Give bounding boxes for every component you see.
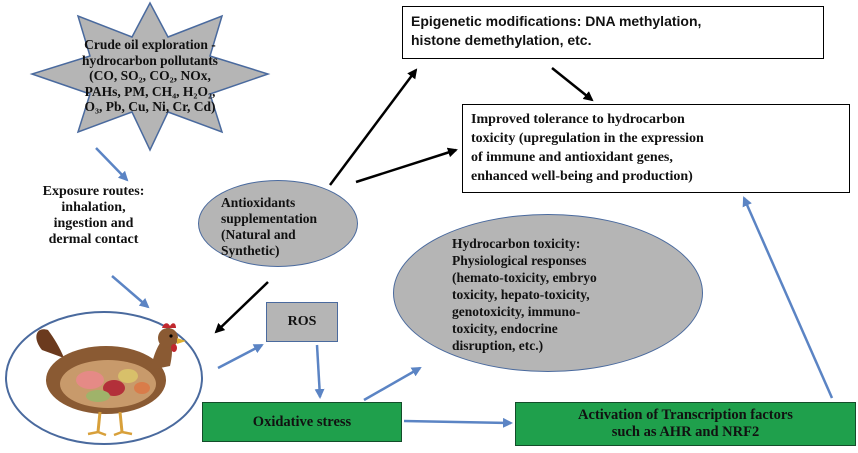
arrow-ros-to-oxstress xyxy=(314,344,325,399)
arrow-transcription-to-tolerance xyxy=(742,196,834,399)
ros-label: ROS xyxy=(287,314,317,329)
exposure-routes: Exposure routes: inhalation, ingestion a… xyxy=(6,184,181,248)
antioxidants-label: Antioxidants supplementation (Natural an… xyxy=(221,195,318,258)
antioxidants-ellipse: Antioxidants supplementation (Natural an… xyxy=(198,180,358,267)
arrow-epigenetic-to-tolerance xyxy=(551,67,594,102)
arrow-oxstress-to-transcription xyxy=(403,417,513,428)
transcription-box: Activation of Transcription factors such… xyxy=(515,402,856,446)
toxicity-label: Hydrocarbon toxicity: Physiological resp… xyxy=(452,236,597,353)
tolerance-label: Improved tolerance to hydrocarbon toxici… xyxy=(471,112,704,184)
epigenetic-label: Epigenetic modifications: DNA methylatio… xyxy=(411,13,702,48)
pollutants-star-shape xyxy=(29,1,271,152)
arrow-antioxidants-to-chicken xyxy=(214,281,269,334)
arrow-chicken-to-ros xyxy=(217,343,264,370)
exposure-routes-label: Exposure routes: inhalation, ingestion a… xyxy=(42,184,145,247)
pollutants-text: Crude oil exploration - hydrocarbon poll… xyxy=(52,22,248,130)
pollutants-label: Crude oil exploration - hydrocarbon poll… xyxy=(82,37,218,115)
arrow-oxstress-to-toxicity xyxy=(363,366,422,402)
chicken-circle xyxy=(2,308,206,448)
arrow-star-to-exposure xyxy=(95,147,129,182)
arrow-antioxidants-to-tolerance xyxy=(355,147,458,184)
tolerance-box: Improved tolerance to hydrocarbon toxici… xyxy=(462,104,850,193)
toxicity-ellipse: Hydrocarbon toxicity: Physiological resp… xyxy=(393,214,703,372)
ros-box: ROS xyxy=(266,302,338,342)
transcription-label: Activation of Transcription factors such… xyxy=(578,407,793,440)
chicken-illustration xyxy=(5,311,203,445)
arrow-antioxidants-to-epigenetic xyxy=(328,68,418,186)
oxidative-stress-box: Oxidative stress xyxy=(202,402,402,442)
epigenetic-box: Epigenetic modifications: DNA methylatio… xyxy=(402,6,824,59)
oxidative-stress-label: Oxidative stress xyxy=(252,413,352,430)
arrow-exposure-to-chicken xyxy=(111,275,150,309)
